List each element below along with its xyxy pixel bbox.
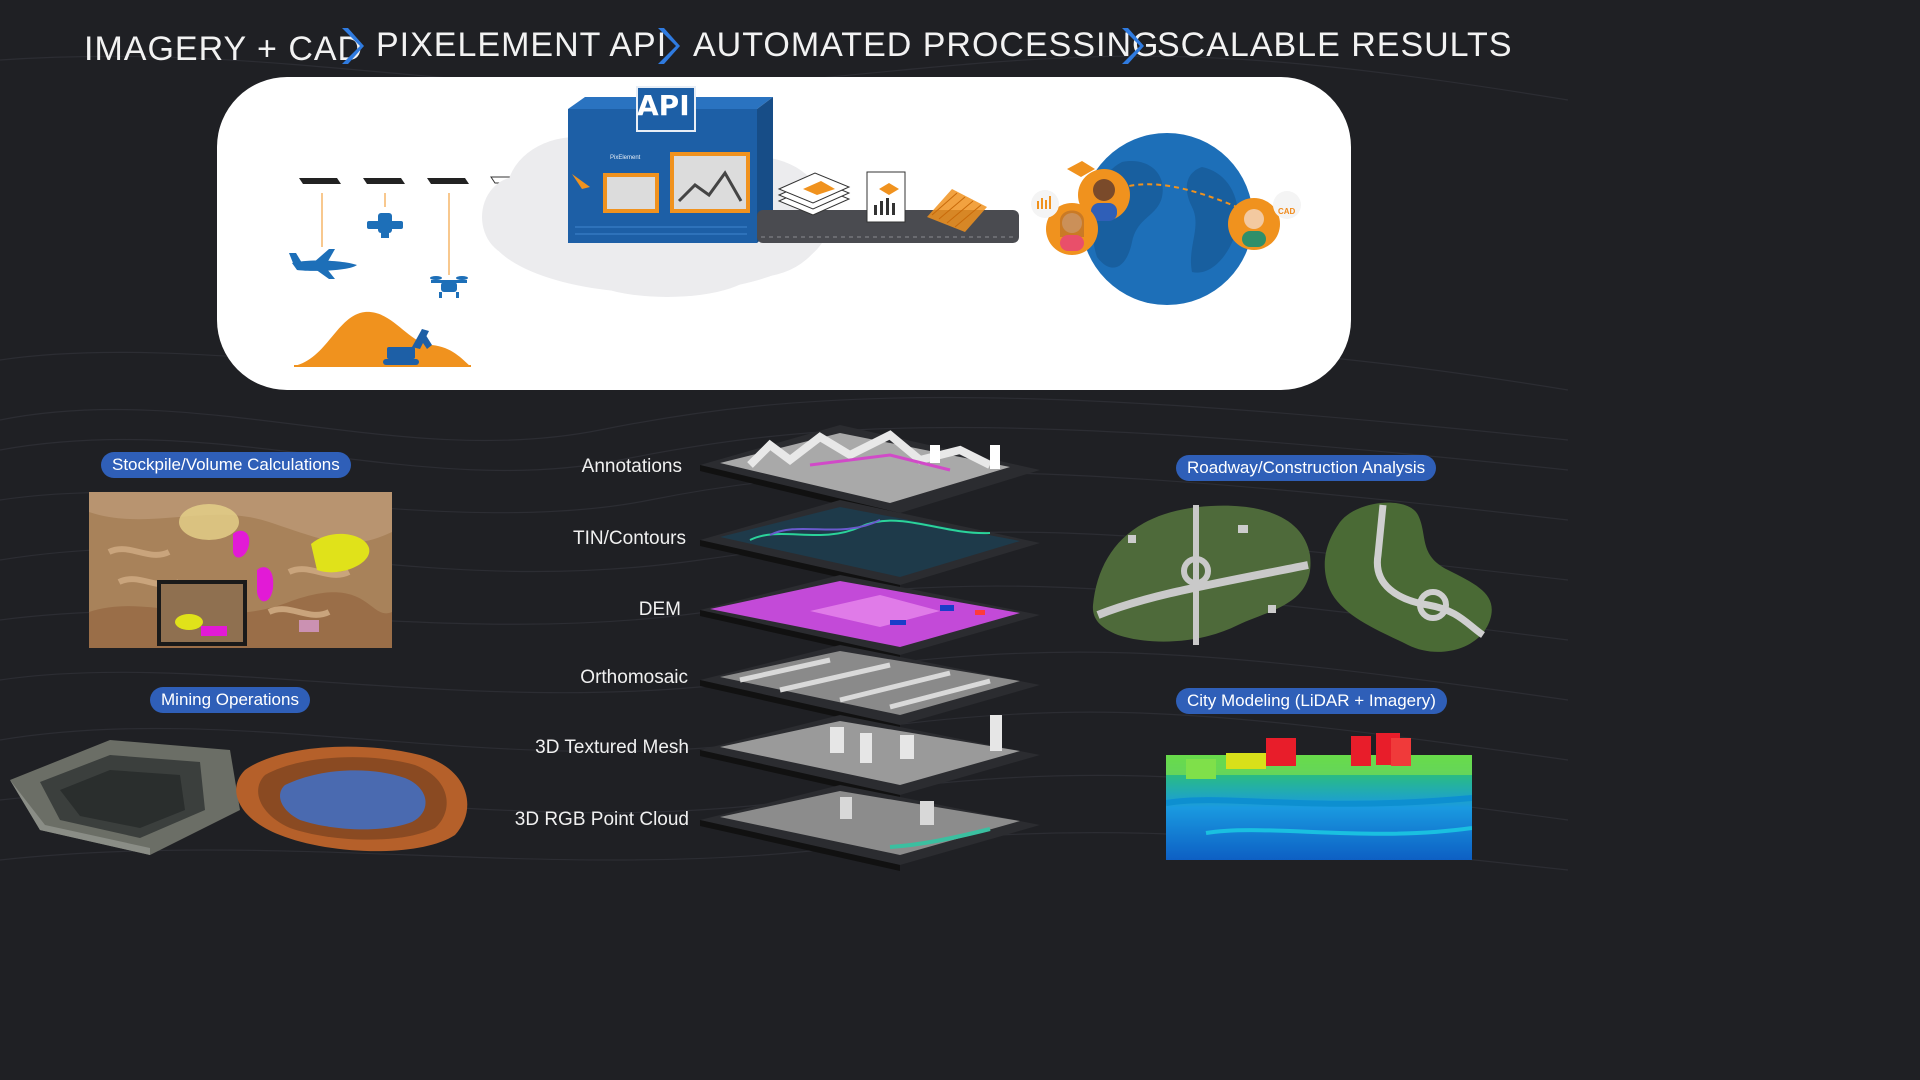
layer-plate-dem bbox=[700, 575, 1040, 661]
layer-shape-icon bbox=[1067, 161, 1095, 177]
layer-plate-3d-textured-mesh bbox=[700, 715, 1040, 801]
layer-label-3d-rgb-point-cloud: 3D RGB Point Cloud bbox=[514, 809, 689, 830]
layer-plate-orthomosaic bbox=[700, 645, 1040, 731]
stockpile-shape bbox=[294, 311, 470, 366]
user-avatar-icon bbox=[1228, 198, 1280, 250]
airplane-icon bbox=[289, 249, 357, 279]
badge-mining: Mining Operations bbox=[150, 687, 310, 713]
report-document-icon bbox=[866, 171, 906, 223]
roadway-aerial-images bbox=[1092, 502, 1492, 652]
layer-label-3d-textured-mesh: 3D Textured Mesh bbox=[535, 737, 689, 758]
step-imagery-cad: IMAGERY + CAD bbox=[84, 30, 364, 68]
layer-label-dem: DEM bbox=[638, 599, 681, 620]
layer-label-orthomosaic: Orthomosaic bbox=[580, 667, 688, 688]
drone-icon bbox=[430, 276, 468, 298]
layer-plate-annotations bbox=[700, 425, 1040, 519]
layer-plate-tin-contours bbox=[700, 500, 1040, 591]
output-sheets-icon bbox=[777, 172, 851, 216]
user-avatar-icon bbox=[1046, 203, 1098, 255]
workflow-header: IMAGERY + CAD PIXELEMENT API AUTOMATED P… bbox=[0, 22, 1568, 72]
badge-stockpile: Stockpile/Volume Calculations bbox=[101, 452, 351, 478]
step-pixelement-api: PIXELEMENT API bbox=[376, 26, 668, 64]
user-avatar-icon bbox=[1078, 169, 1130, 221]
api-server-box bbox=[568, 86, 773, 243]
stockpile-aerial-image bbox=[89, 492, 392, 648]
layer-label-tin-contours: TIN/Contours bbox=[573, 528, 686, 549]
cad-bubble-icon bbox=[1273, 191, 1301, 219]
step-scalable-results: SCALABLE RESULTS bbox=[1157, 26, 1513, 64]
badge-roadway: Roadway/Construction Analysis bbox=[1176, 455, 1437, 481]
satellite-icon bbox=[367, 213, 403, 238]
excavator-icon bbox=[383, 329, 432, 365]
data-layers-stack bbox=[700, 425, 1040, 871]
chevron-right-icon bbox=[1122, 28, 1144, 64]
chevron-right-icon bbox=[342, 28, 364, 64]
workflow-diagram-panel: API PixElement CAD bbox=[217, 77, 1351, 390]
brand-label: PixElement bbox=[610, 155, 641, 161]
layer-plate-3d-rgb-point-cloud bbox=[700, 785, 1040, 871]
api-label: API bbox=[637, 89, 690, 122]
cad-label: CAD bbox=[1278, 207, 1296, 216]
globe-icon bbox=[1081, 133, 1253, 305]
layer-label-annotations: Annotations bbox=[581, 456, 682, 477]
lidar-city-model-image bbox=[1166, 733, 1472, 860]
mining-3d-models-image bbox=[10, 740, 468, 855]
point-cloud-surface-icon bbox=[927, 189, 987, 232]
step-automated-processing: AUTOMATED PROCESSING bbox=[693, 26, 1160, 64]
chevron-right-icon bbox=[658, 28, 680, 64]
badge-city-modeling: City Modeling (LiDAR + Imagery) bbox=[1176, 688, 1447, 714]
